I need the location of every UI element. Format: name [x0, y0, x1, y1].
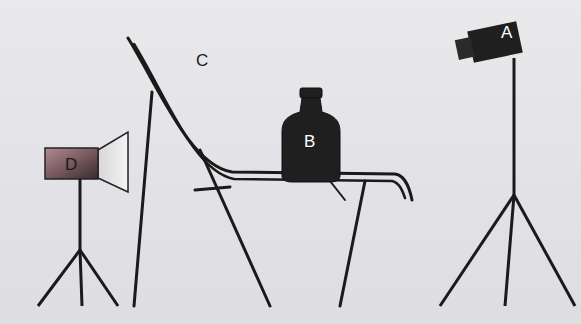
light-d	[38, 132, 128, 306]
shooting-table-c	[128, 38, 412, 306]
part-letter: C	[196, 52, 208, 69]
part-letter: A	[501, 24, 512, 41]
part-letter: D	[65, 156, 77, 173]
bottle-b	[282, 88, 340, 182]
part-letter: B	[304, 133, 315, 150]
light-a	[440, 21, 575, 306]
